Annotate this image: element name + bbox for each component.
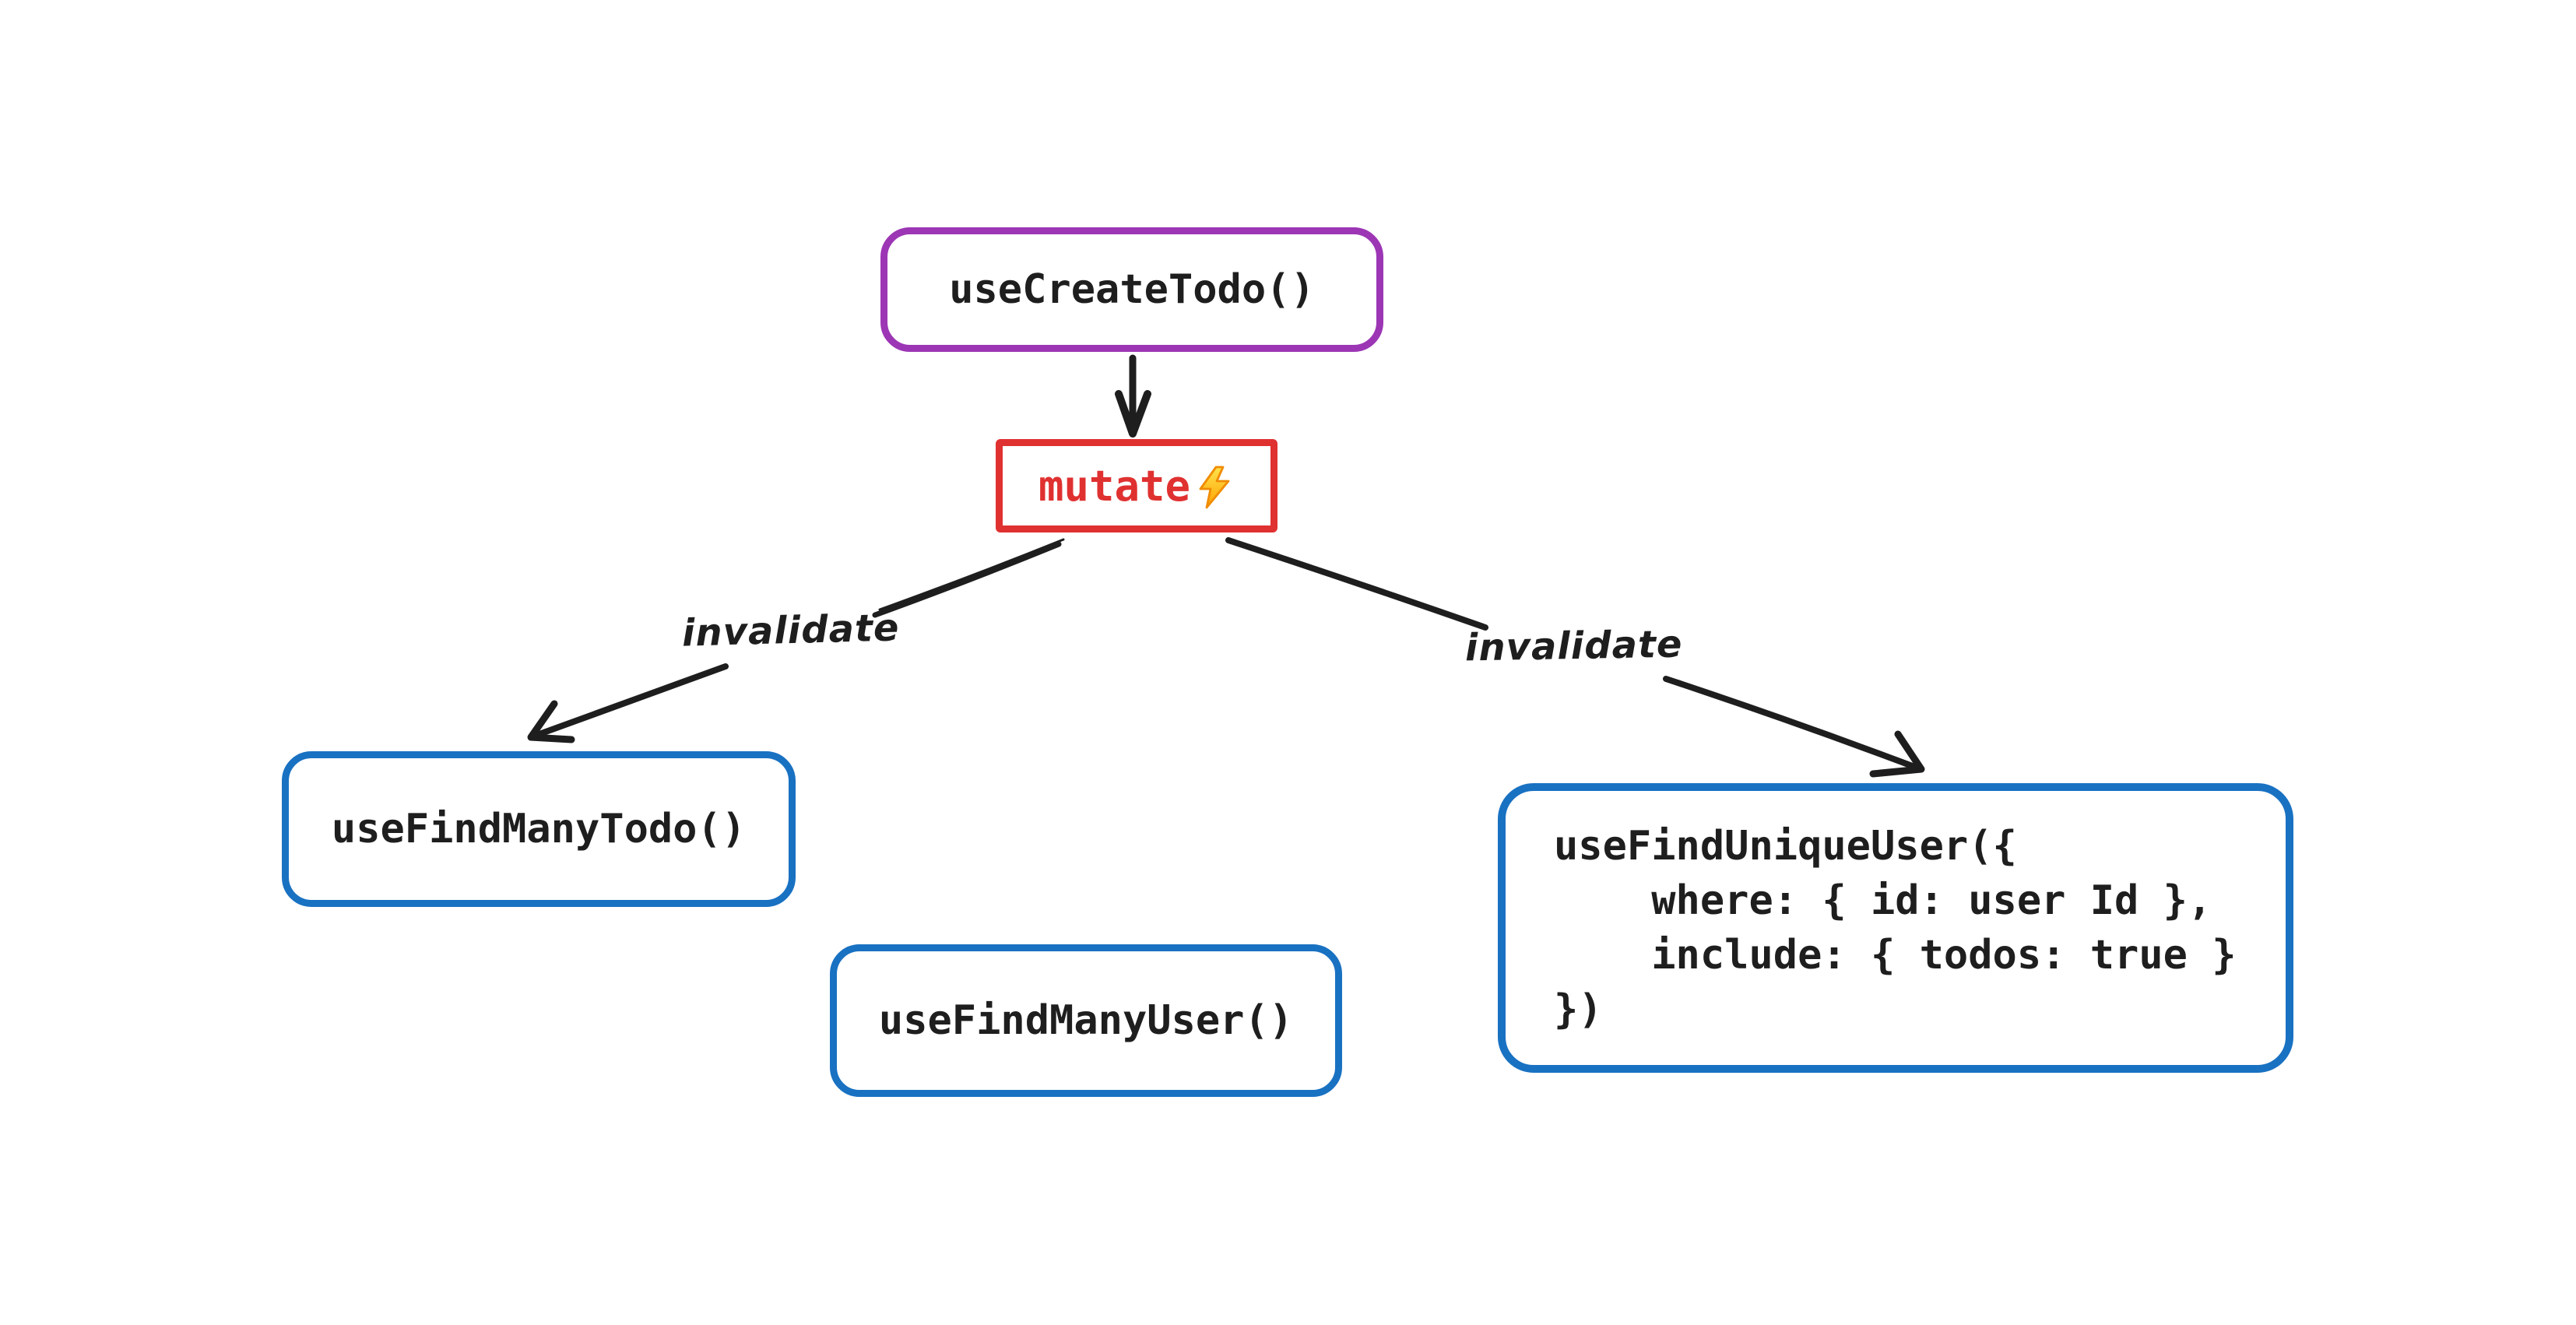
code-line: }) bbox=[1554, 986, 1603, 1033]
edge-mutate-to-find-many-todo[interactable] bbox=[527, 538, 1065, 743]
node-use-create-todo[interactable]: useCreateTodo() bbox=[880, 227, 1383, 352]
node-mutate-label: mutate bbox=[1038, 461, 1191, 511]
code-line: include: { todos: true } bbox=[1554, 932, 2237, 979]
node-use-create-todo-label: useCreateTodo() bbox=[949, 266, 1315, 313]
node-use-find-many-user-label: useFindManyUser() bbox=[878, 997, 1294, 1044]
node-use-find-many-todo[interactable]: useFindManyTodo() bbox=[282, 751, 796, 907]
node-use-find-many-user[interactable]: useFindManyUser() bbox=[830, 944, 1342, 1097]
node-use-find-many-todo-label: useFindManyTodo() bbox=[331, 806, 747, 852]
edge-create-to-mutate[interactable] bbox=[1115, 354, 1151, 438]
node-use-find-unique-user-code: useFindUniqueUser({ where: { id: user Id… bbox=[1554, 819, 2237, 1037]
node-mutate[interactable]: mutate bbox=[996, 439, 1277, 532]
edge-mutate-to-find-unique-user[interactable] bbox=[1225, 537, 1925, 778]
code-line: where: { id: user Id }, bbox=[1554, 877, 2212, 924]
edge-label-invalidate-right[interactable]: invalidate bbox=[1464, 622, 1683, 670]
node-use-find-unique-user[interactable]: useFindUniqueUser({ where: { id: user Id… bbox=[1498, 783, 2293, 1073]
code-line: useFindUniqueUser({ bbox=[1554, 823, 2017, 870]
lightning-bolt-icon bbox=[1199, 466, 1230, 509]
edge-label-invalidate-left[interactable]: invalidate bbox=[681, 606, 901, 655]
